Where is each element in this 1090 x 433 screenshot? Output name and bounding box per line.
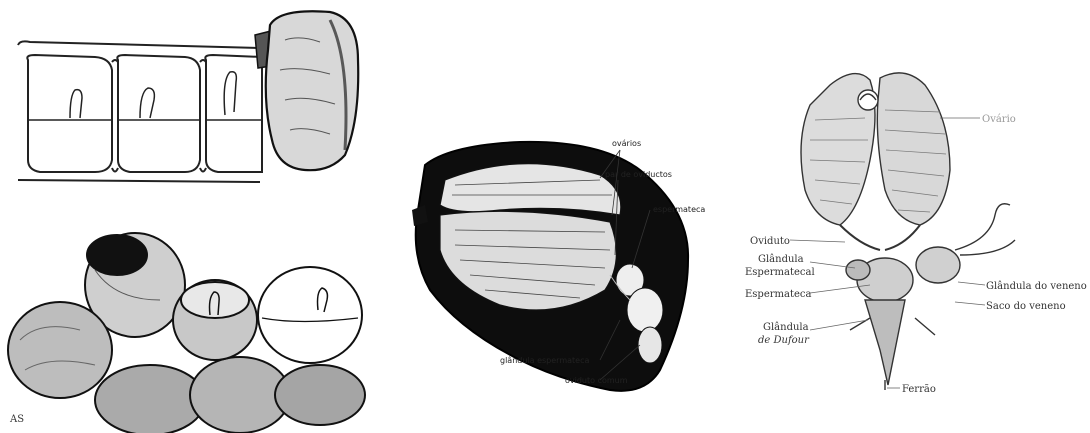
- cocoon-illustration: [255, 11, 358, 170]
- label-ferrao: Ferrão: [902, 384, 936, 395]
- label-saco-do-veneno: Saco do veneno: [986, 301, 1066, 312]
- label-glandula-dufour-1: Glândula: [763, 322, 809, 333]
- label-espermateca-c: Espermateca: [745, 289, 812, 300]
- label-glandula-dufour-2: de Dufour: [758, 335, 810, 346]
- comb-cells-top-illustration: [18, 41, 262, 182]
- label-oviduto: Oviduto: [750, 236, 790, 247]
- label-ovario: Ovário: [982, 114, 1016, 125]
- label-oviduto-comum: oviduto comum: [565, 376, 628, 385]
- label-par-de-oviductos: par de oviductos: [605, 170, 672, 179]
- abdomen-dissection-illustration: [412, 142, 688, 391]
- label-espermateca-b: espermateca: [653, 205, 705, 214]
- cocoons-bottom-illustration: [8, 233, 365, 433]
- artist-signature: AS: [9, 414, 24, 425]
- label-ovarios: ovários: [612, 139, 641, 148]
- label-glandula-espermatecal-1: Glândula: [758, 254, 804, 265]
- label-glandula-do-veneno: Glândula do veneno: [986, 281, 1087, 292]
- label-glandula-espermatecal-2: Espermatecal: [745, 267, 815, 278]
- label-glandula-espermateca: glândula espermateca: [500, 356, 589, 365]
